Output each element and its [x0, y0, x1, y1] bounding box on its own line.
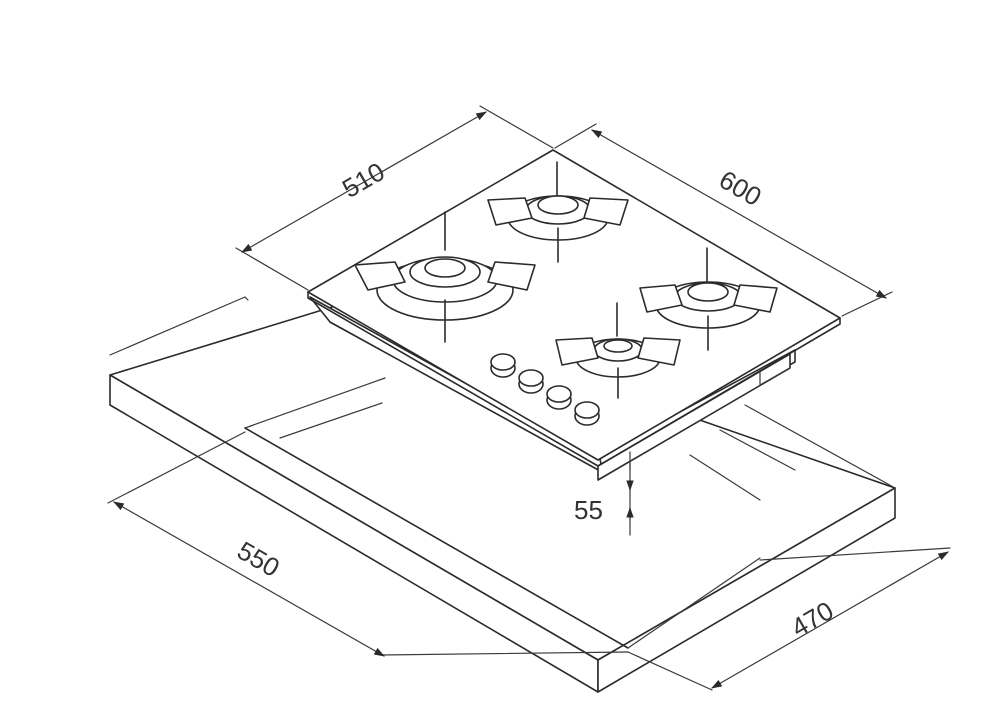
knob-2	[518, 369, 544, 394]
dimension-hob-height-label: 55	[574, 495, 603, 525]
control-knobs	[490, 353, 600, 426]
knob-3	[546, 385, 572, 410]
dimension-hob-height: 55	[574, 461, 634, 536]
knob-4	[574, 401, 600, 426]
burner-front	[555, 302, 681, 399]
dimension-hob-depth-label: 510	[337, 156, 390, 204]
dimension-cutout-width-label: 550	[232, 535, 285, 583]
dimension-cutout-depth-label: 470	[786, 595, 839, 643]
burner-large	[354, 211, 536, 343]
knob-1	[490, 353, 516, 378]
